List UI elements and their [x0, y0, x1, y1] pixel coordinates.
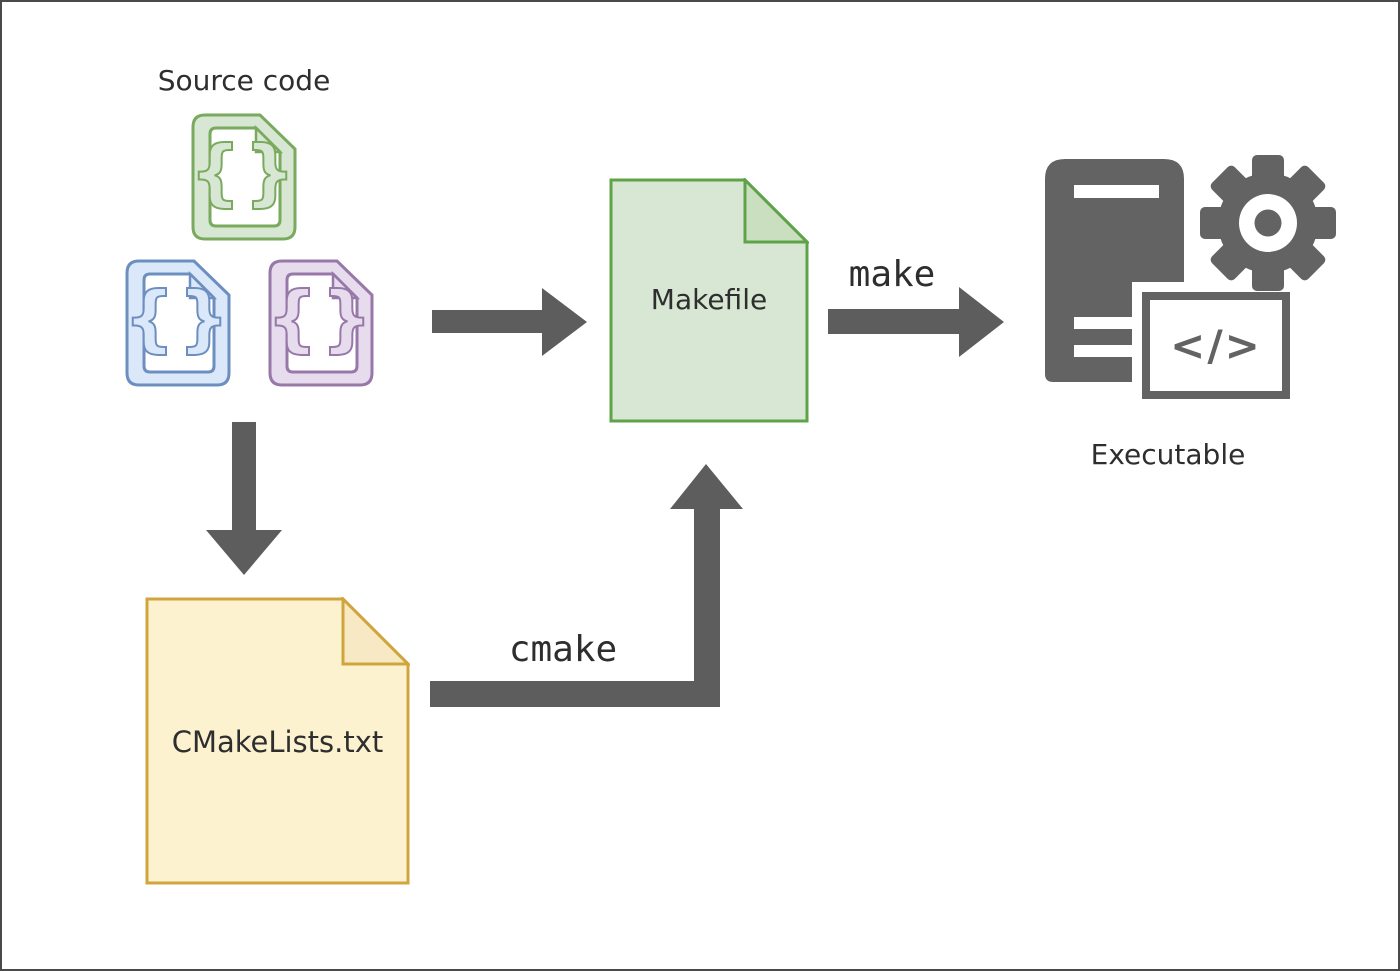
source-file-icon-green: {}: [190, 113, 298, 241]
code-window-icon: </>: [1142, 292, 1290, 399]
source-file-icon-blue: {}: [124, 259, 232, 387]
arrow-source-to-cmakelists: [206, 422, 282, 575]
executable-label: Executable: [1090, 438, 1246, 471]
makefile-document-shape: [609, 178, 809, 423]
source-file-icon-purple: {}: [267, 259, 375, 387]
arrow-makefile-to-executable: [828, 287, 1004, 357]
arrow-cmake-elbow: [430, 464, 743, 707]
code-braces-icon: {}: [124, 276, 232, 360]
makefile-document: Makefile: [609, 178, 809, 423]
make-command-label: make: [848, 254, 936, 295]
cmakelists-label: CMakeLists.txt: [171, 725, 384, 759]
arrow-source-to-makefile: [432, 288, 587, 356]
code-braces-icon: {}: [267, 276, 375, 360]
cmakelists-document-shape: [145, 597, 410, 885]
gear-icon: [1200, 155, 1336, 291]
source-code-label: Source code: [157, 64, 331, 97]
code-glyph: </>: [1170, 321, 1262, 370]
code-braces-icon: {}: [190, 130, 298, 214]
cmake-command-label: cmake: [508, 629, 618, 670]
makefile-label: Makefile: [650, 283, 768, 316]
cmakelists-document: CMakeLists.txt: [145, 597, 410, 885]
